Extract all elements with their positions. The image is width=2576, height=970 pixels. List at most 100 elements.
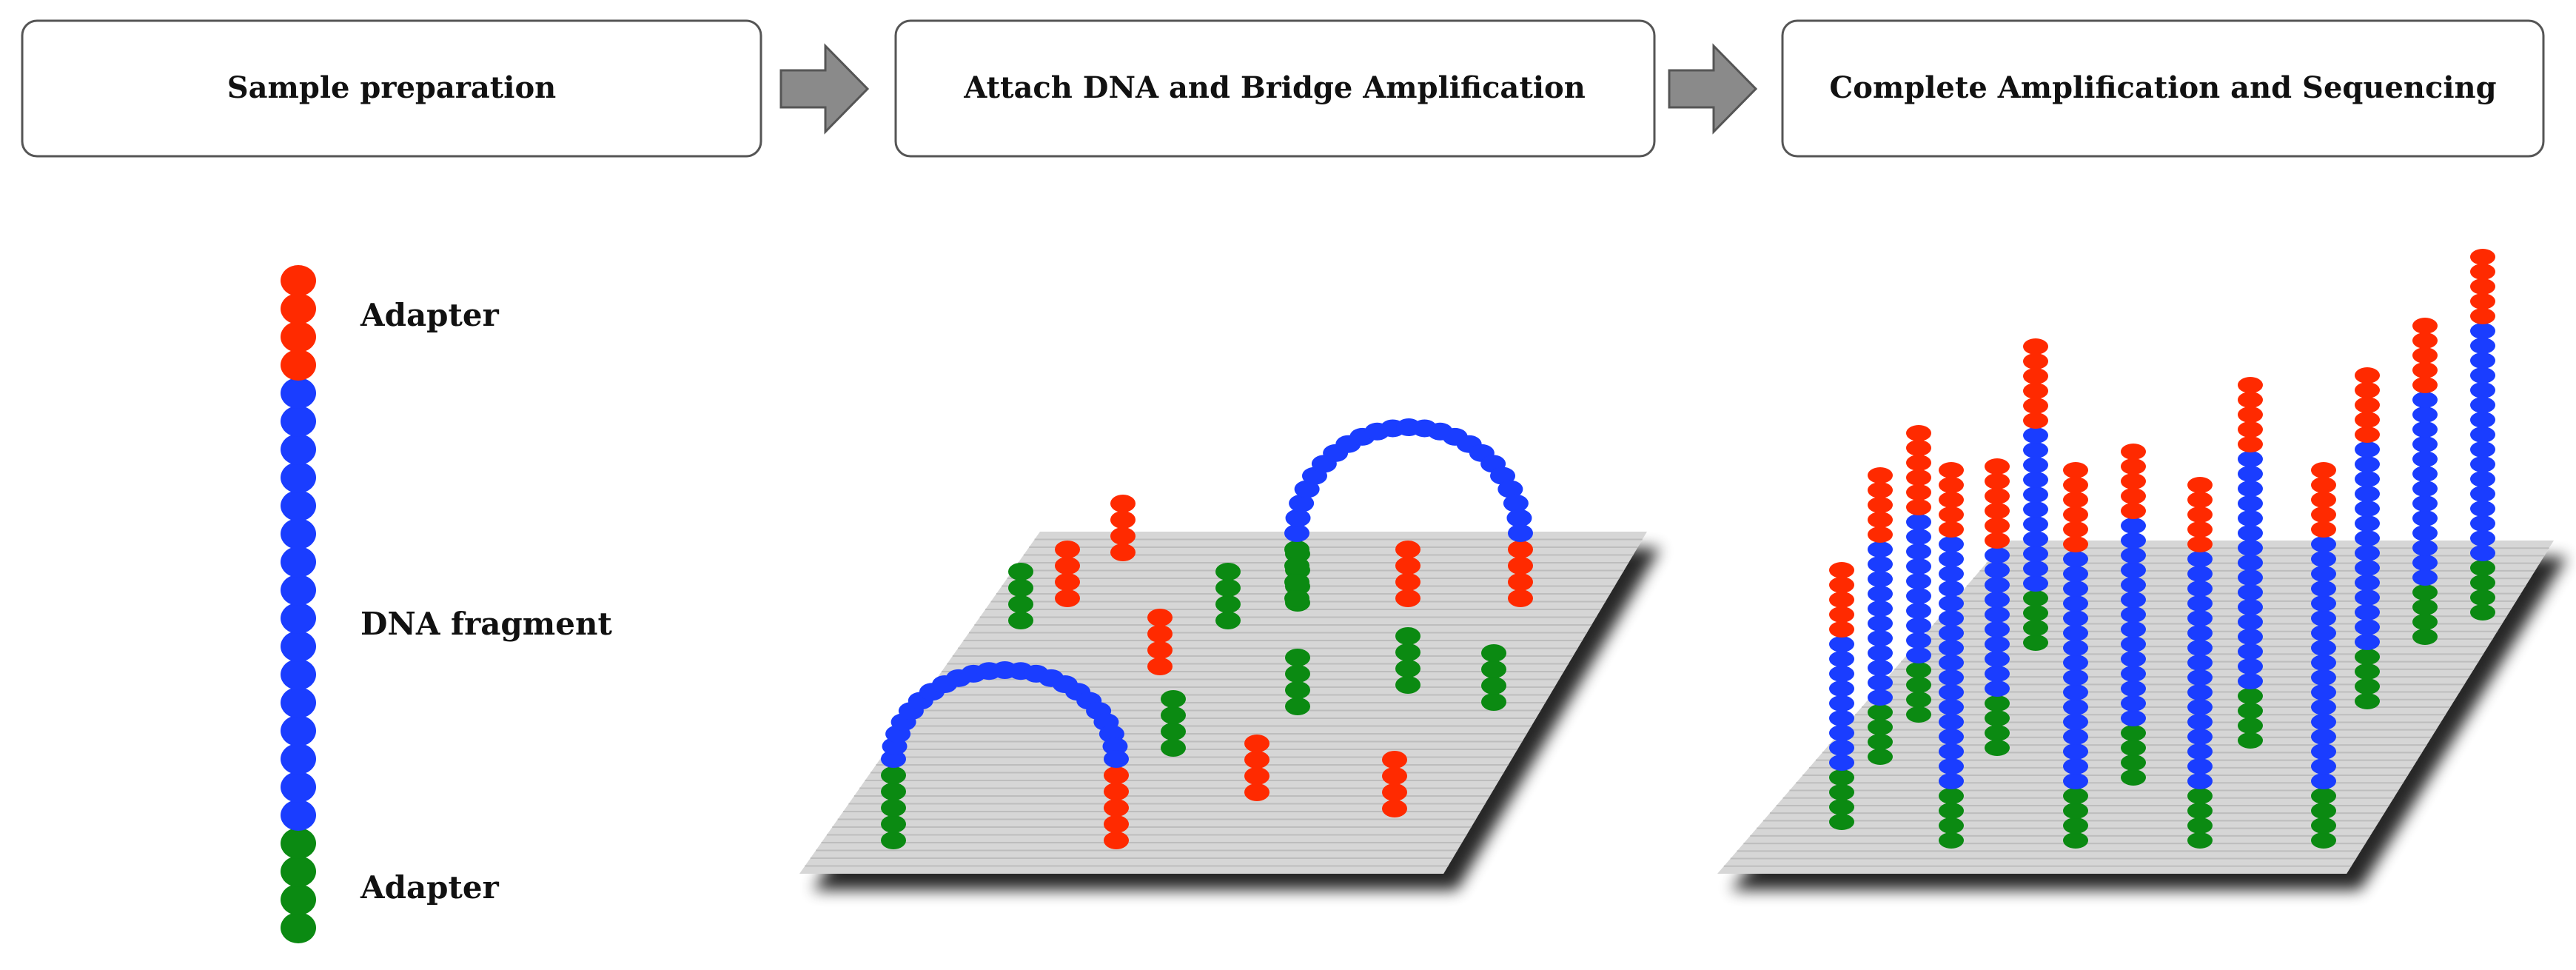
fragment-bead (2311, 669, 2336, 686)
adapter-bead (1008, 612, 1033, 629)
fragment-bead (281, 462, 316, 493)
fragment-bead (2238, 643, 2263, 660)
step-complete-amplification: Complete Amplification and Sequencing (1781, 19, 2545, 158)
fragment-bead (2187, 655, 2213, 671)
adapter-bead (1939, 521, 1964, 538)
adapter-bead (1906, 499, 1931, 515)
adapter-bead (2470, 560, 2495, 576)
fragment-bead (2121, 710, 2146, 726)
fragment-bead (2187, 551, 2213, 567)
step-sample-preparation: Sample preparation (21, 19, 762, 158)
fragment-bead (2121, 606, 2146, 623)
fragment-bead (1868, 630, 1893, 646)
adapter-bead (2187, 832, 2213, 849)
fragment-bead (1868, 571, 1893, 587)
fragment-bead (1939, 610, 1964, 626)
fragment-bead (1985, 577, 2010, 593)
fragment-bead (1868, 541, 1893, 558)
adapter-bead (1110, 527, 1136, 545)
fragment-bead (2121, 562, 2146, 578)
bridge-amplification-strands (881, 418, 1533, 849)
fragment-bead (2121, 695, 2146, 712)
fragment-bead (2470, 471, 2495, 487)
adapter-bead (2355, 367, 2380, 384)
adapter-bead (881, 799, 906, 817)
fragment-bead (1906, 514, 1931, 530)
fragment-bead (1939, 625, 1964, 641)
fragment-bead (1939, 714, 1964, 730)
fragment-bead (2063, 684, 2088, 700)
fragment-bead (2470, 397, 2495, 413)
fragment-bead (1939, 669, 1964, 686)
fragment-bead (2121, 592, 2146, 608)
adapter-bead (1868, 749, 1893, 765)
fragment-bead (2238, 599, 2263, 615)
adapter-bead (1829, 784, 1854, 800)
adapter-bead (2063, 803, 2088, 819)
fragment-bead (2311, 743, 2336, 760)
fragment-bead (1829, 710, 1854, 726)
adapter-bead (2355, 663, 2380, 680)
adapter-bead (2121, 488, 2146, 504)
fragment-bead (281, 546, 316, 578)
adapter-bead (2311, 832, 2336, 849)
adapter-bead (1985, 725, 2010, 741)
adapter-bead (1939, 832, 1964, 849)
fragment-bead (1985, 621, 2010, 638)
adapter-bead (1104, 799, 1129, 817)
fragment-bead (1829, 755, 1854, 771)
fragment-bead (2121, 651, 2146, 667)
adapter-bead (2238, 718, 2263, 734)
adapter-bead (1284, 541, 1309, 558)
adapter-bead (1868, 497, 1893, 513)
adapter-bead (1395, 676, 1421, 694)
fragment-bead (281, 406, 316, 437)
adapter-bead (2412, 614, 2438, 630)
fragment-bead (2023, 442, 2048, 458)
adapter-bead (2470, 575, 2495, 591)
fragment-bead (1906, 588, 1931, 604)
adapter-bottom-label: Adapter (360, 869, 500, 906)
adapter-bead (1161, 706, 1186, 724)
fragment-bead (2063, 551, 2088, 567)
fragment-bead (2355, 486, 2380, 502)
fragment-bead (2238, 584, 2263, 601)
adapter-bead (1147, 658, 1173, 675)
adapter-bead (1055, 557, 1080, 575)
adapter-bead (1395, 573, 1421, 591)
adapter-bead (2355, 412, 2380, 428)
adapter-bead (1382, 751, 1407, 769)
fragment-bead (2311, 581, 2336, 597)
fragment-bead (2311, 699, 2336, 715)
adapter-bead (2121, 473, 2146, 489)
fragment-bead (1906, 573, 1931, 589)
adapter-bead (1508, 573, 1533, 591)
adapter-bead (1985, 532, 2010, 549)
adapter-bead (1395, 643, 1421, 661)
adapter-bead (1285, 698, 1310, 715)
fragment-bead (2412, 555, 2438, 571)
adapter-bead (1985, 710, 2010, 726)
fragment-bead (2023, 457, 2048, 473)
adapter-bead (1481, 660, 1506, 678)
adapter-bead (2063, 788, 2088, 804)
adapter-top-label: Adapter (360, 297, 500, 333)
adapter-bead (2470, 249, 2495, 265)
adapter-bead (2187, 506, 2213, 523)
adapter-bead (2187, 817, 2213, 834)
fragment-bead (2187, 729, 2213, 745)
next-arrow-icon (779, 43, 870, 135)
adapter-bead (2311, 788, 2336, 804)
adapter-bead (1985, 695, 2010, 712)
fragment-bead (2355, 575, 2380, 591)
fragment-bead (2121, 680, 2146, 697)
fragment-bead (1985, 592, 2010, 608)
fragment-bead (2355, 589, 2380, 606)
fragment-bead (2238, 481, 2263, 497)
adapter-bead (881, 766, 906, 784)
adapter-bead (2238, 392, 2263, 408)
dna-fragment-label: DNA fragment (360, 606, 612, 642)
fragment-bead (1829, 725, 1854, 741)
adapter-bead (1285, 649, 1310, 666)
